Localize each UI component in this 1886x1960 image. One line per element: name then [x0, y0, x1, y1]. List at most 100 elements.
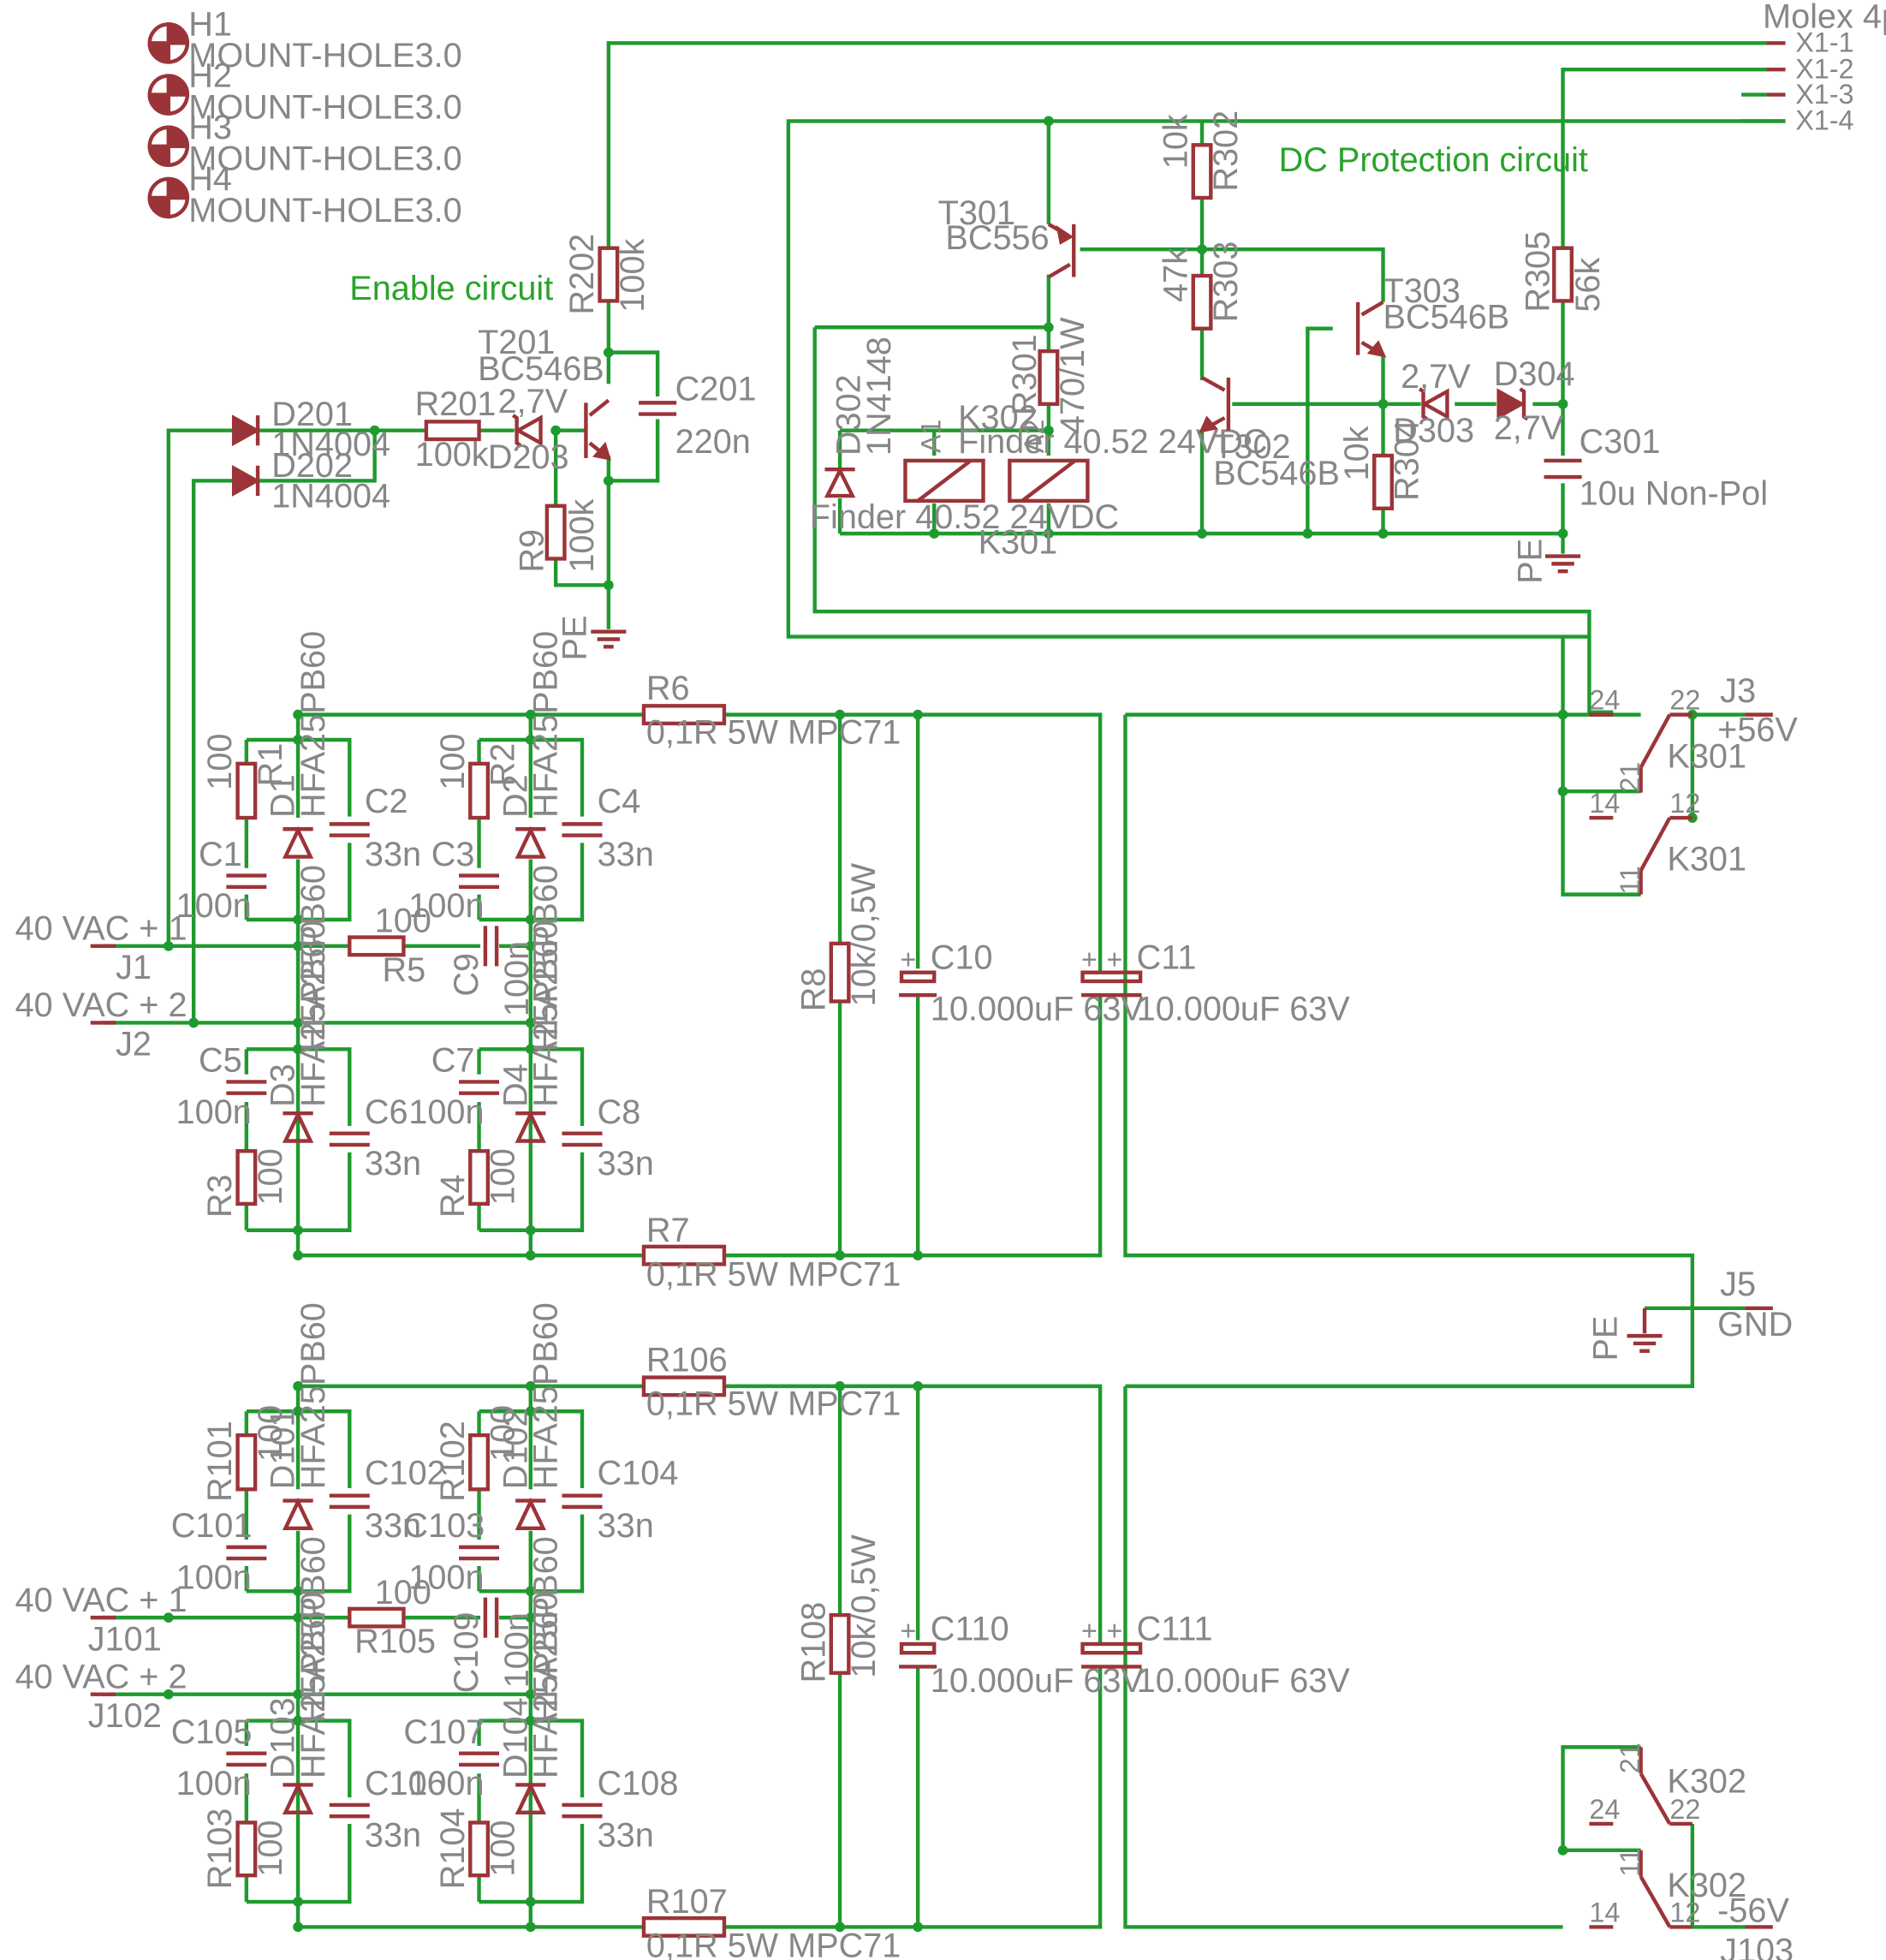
svg-text:C5: C5: [199, 1042, 242, 1080]
r302-resistor: 10k R302: [1157, 110, 1245, 200]
svg-text:100n: 100n: [408, 887, 484, 925]
svg-text:T302: T302: [1213, 428, 1290, 466]
svg-text:HFA25PB60: HFA25PB60: [527, 920, 565, 1107]
junctions: [163, 116, 1698, 1933]
svg-text:T303: T303: [1383, 272, 1461, 310]
svg-text:33n: 33n: [598, 836, 654, 873]
svg-text:100n: 100n: [176, 1765, 252, 1802]
svg-text:R9: R9: [513, 529, 550, 573]
svg-text:100: 100: [485, 1148, 522, 1205]
svg-text:HFA25PB60: HFA25PB60: [295, 865, 332, 1051]
c201-capacitor: C201 220n: [639, 370, 756, 461]
svg-text:100n: 100n: [408, 1093, 484, 1131]
svg-text:+: +: [1106, 1616, 1122, 1647]
svg-text:100: 100: [201, 734, 239, 790]
svg-text:HFA25PB60: HFA25PB60: [295, 1536, 332, 1723]
svg-text:K302: K302: [958, 399, 1038, 437]
svg-text:R7: R7: [646, 1212, 690, 1249]
t302-transistor: T302 BC546B: [1199, 376, 1340, 492]
pin-x1-1: X1-1: [1795, 27, 1853, 58]
svg-text:10u Non-Pol: 10u Non-Pol: [1580, 474, 1768, 512]
svg-text:C102: C102: [365, 1454, 446, 1492]
svg-text:-56V: -56V: [1717, 1892, 1789, 1930]
svg-text:C106: C106: [365, 1765, 446, 1802]
svg-text:C6: C6: [365, 1093, 408, 1131]
svg-text:12: 12: [1669, 1897, 1700, 1928]
svg-text:BC546B: BC546B: [1213, 455, 1340, 492]
svg-text:GND: GND: [1717, 1306, 1793, 1343]
svg-text:C105: C105: [171, 1713, 253, 1751]
svg-text:C11: C11: [1137, 938, 1197, 976]
svg-text:21: 21: [1615, 1743, 1645, 1773]
svg-text:22: 22: [1669, 1794, 1700, 1825]
svg-text:40 VAC + 1: 40 VAC + 1: [15, 1582, 187, 1619]
svg-text:C7: C7: [431, 1042, 475, 1080]
svg-text:HFA25PB60: HFA25PB60: [527, 865, 565, 1051]
svg-text:R2: R2: [485, 743, 522, 787]
svg-text:40 VAC + 2: 40 VAC + 2: [15, 1658, 187, 1695]
svg-text:1N4004: 1N4004: [271, 426, 390, 463]
k301-contacts: 24 22 21 14 12 11 K301 K301: [1589, 685, 1746, 895]
svg-text:C301: C301: [1580, 423, 1661, 461]
svg-text:47k: 47k: [1157, 247, 1194, 302]
k301-coil: Finder 40.52 24VDC K301 A2: [810, 420, 1119, 562]
pe-ground-enable: PE: [556, 616, 627, 660]
r301-resistor: R301 470/1W: [1006, 317, 1092, 434]
svg-text:C107: C107: [403, 1713, 485, 1751]
svg-text:12: 12: [1669, 788, 1700, 819]
svg-text:100n: 100n: [176, 1093, 252, 1131]
svg-text:100n: 100n: [176, 887, 252, 925]
lower-supply: R101 100 D101 HFA25PB60 C102 33n C101 10…: [171, 1302, 1351, 1960]
svg-text:+56V: +56V: [1717, 711, 1798, 748]
svg-text:HFA25PB60: HFA25PB60: [527, 1592, 565, 1778]
svg-text:R6: R6: [646, 670, 690, 707]
svg-text:K302: K302: [1667, 1762, 1746, 1800]
svg-text:+: +: [1081, 1616, 1098, 1647]
svg-text:D201: D201: [271, 396, 353, 433]
h3-ref: H3: [188, 109, 232, 146]
svg-text:D304: D304: [1494, 355, 1575, 393]
pe-ground-protection: PE: [1512, 539, 1581, 584]
svg-text:10k: 10k: [1338, 426, 1376, 480]
svg-text:100: 100: [252, 1148, 289, 1205]
svg-text:HFA25PB60: HFA25PB60: [295, 1592, 332, 1778]
d203-zener: 2,7V D203: [488, 383, 569, 476]
svg-text:R201: R201: [415, 385, 497, 423]
mount-holes: H1 MOUNT-HOLE3.0 H2 MOUNT-HOLE3.0 H3 MOU…: [147, 6, 462, 229]
svg-text:R105: R105: [354, 1623, 436, 1660]
h1-ref: H1: [188, 6, 232, 44]
svg-text:100: 100: [434, 734, 472, 790]
d302-diode: D302 1N4148: [824, 337, 898, 498]
svg-text:HFA25PB60: HFA25PB60: [527, 631, 565, 818]
svg-text:33n: 33n: [365, 1816, 421, 1854]
svg-text:100n: 100n: [176, 1558, 252, 1596]
h1-value: MOUNT-HOLE3.0: [188, 37, 461, 74]
svg-text:10.000uF 63V: 10.000uF 63V: [1137, 990, 1351, 1028]
svg-text:A2: A2: [1019, 420, 1050, 454]
svg-text:J1: J1: [116, 949, 152, 986]
d304-zener: D304 2,7V: [1494, 355, 1575, 447]
svg-text:100n: 100n: [408, 1558, 484, 1596]
svg-text:0,1R 5W MPC71: 0,1R 5W MPC71: [646, 713, 901, 751]
svg-text:C10: C10: [931, 938, 993, 976]
svg-text:D101: D101: [265, 1409, 302, 1490]
svg-text:R3: R3: [201, 1174, 239, 1218]
molex-connector: Molex 4pin X1-1 X1-2 X1-3 X1-4: [1741, 0, 1886, 136]
svg-text:1N4148: 1N4148: [860, 337, 898, 456]
svg-text:+: +: [1081, 944, 1098, 974]
svg-text:R304: R304: [1389, 420, 1426, 501]
svg-text:C9: C9: [448, 953, 485, 997]
svg-text:10.000uF 63V: 10.000uF 63V: [1137, 1662, 1351, 1700]
svg-text:C201: C201: [675, 370, 757, 408]
svg-text:D104: D104: [497, 1697, 534, 1778]
svg-text:D102: D102: [497, 1409, 534, 1490]
svg-text:10k: 10k: [1157, 114, 1194, 169]
svg-text:2,7V: 2,7V: [1401, 358, 1471, 396]
svg-text:R108: R108: [794, 1602, 832, 1683]
svg-text:0,1R 5W MPC71: 0,1R 5W MPC71: [646, 1927, 901, 1960]
svg-text:BC556: BC556: [945, 219, 1049, 257]
svg-text:24: 24: [1589, 685, 1620, 716]
r202-resistor: R202 100k: [563, 234, 651, 315]
k302-contacts: 21 24 22 11 14 12 K302 K302: [1589, 1743, 1746, 1929]
svg-text:D1: D1: [265, 774, 302, 818]
